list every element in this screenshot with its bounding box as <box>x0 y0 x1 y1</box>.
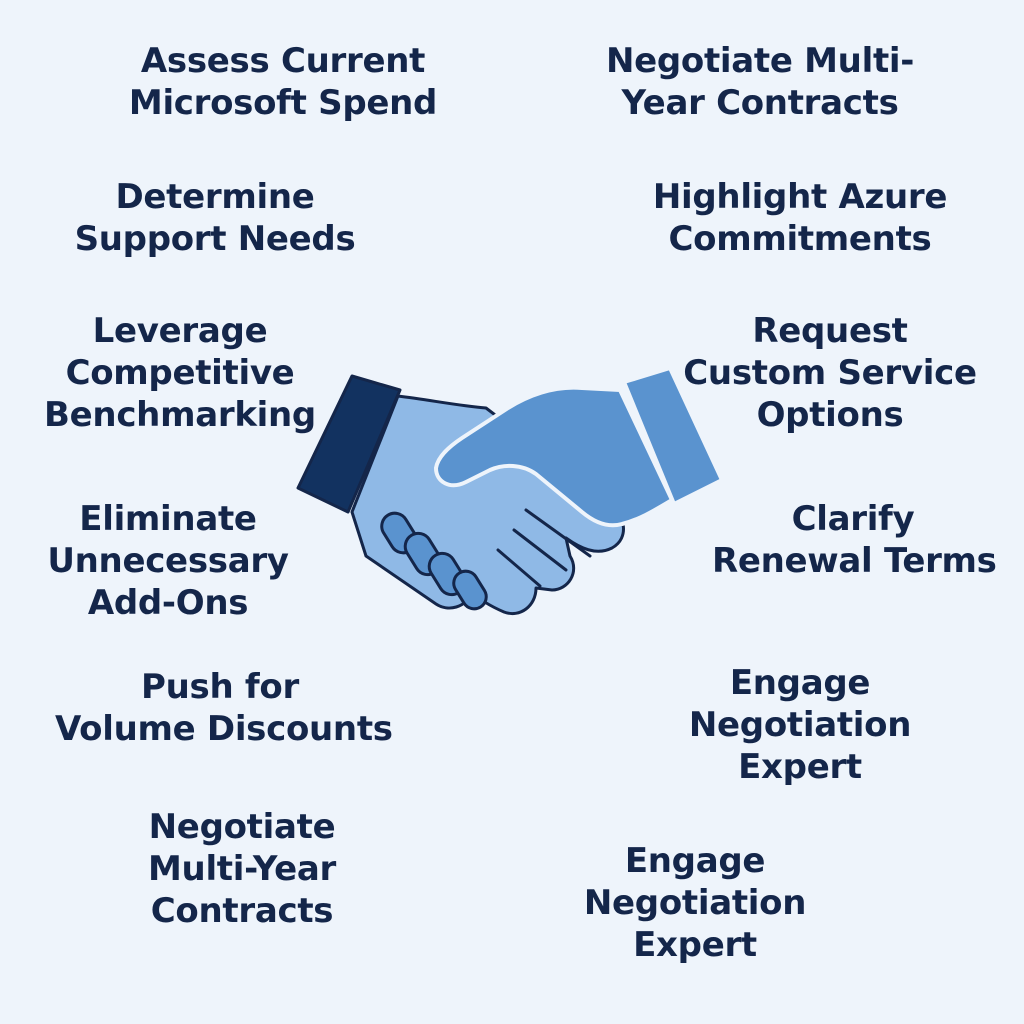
item-line: Volume Discounts <box>55 709 393 749</box>
item-line: Year Contracts <box>621 83 899 123</box>
item-clarify-renewal-terms: Clarify Renewal Terms <box>712 498 997 582</box>
crease-3 <box>496 548 542 588</box>
left-sleeve <box>296 374 402 514</box>
item-line: Add-Ons <box>87 583 249 623</box>
item-negotiate-multi-year-bottom: Negotiate Multi-Year Contracts <box>122 806 362 932</box>
item-determine-support-needs: Determine Support Needs <box>60 176 370 260</box>
item-line: Support Needs <box>74 219 356 259</box>
left-finger-4 <box>452 569 488 611</box>
item-line: Clarify <box>791 499 915 539</box>
item-line: Determine <box>115 177 315 217</box>
item-engage-negotiation-expert-lower: Engage Negotiation Expert <box>565 840 825 966</box>
item-line: Microsoft Spend <box>128 83 438 123</box>
item-line: Request <box>752 311 908 351</box>
item-line: Engage <box>624 841 766 881</box>
item-line: Negotiate <box>148 807 336 847</box>
item-line: Benchmarking <box>44 395 316 435</box>
item-leverage-competitive-benchmarking: Leverage Competitive Benchmarking <box>30 310 330 436</box>
item-line: Expert <box>738 747 862 787</box>
item-line: Push for <box>141 667 299 707</box>
item-line: Highlight Azure <box>652 177 948 217</box>
item-engage-negotiation-expert-upper: Engage Negotiation Expert <box>670 662 930 788</box>
right-sleeve <box>622 366 724 506</box>
item-line: Assess Current <box>140 41 426 81</box>
item-highlight-azure-commitments: Highlight Azure Commitments <box>640 176 960 260</box>
handshake-icon <box>296 366 724 615</box>
crease-2 <box>512 528 568 572</box>
item-eliminate-unnecessary-add-ons: Eliminate Unnecessary Add-Ons <box>30 498 306 624</box>
item-line: Options <box>756 395 904 435</box>
item-line: Custom Service <box>683 353 977 393</box>
item-negotiate-multi-year-top: Negotiate Multi- Year Contracts <box>590 40 930 124</box>
item-line: Negotiation <box>688 705 912 745</box>
item-line: Contracts <box>150 891 334 931</box>
item-line: Multi-Year <box>148 849 336 889</box>
item-line: Negotiate Multi- <box>605 41 915 81</box>
item-line: Leverage <box>92 311 268 351</box>
item-line: Renewal Terms <box>712 541 997 581</box>
item-line: Competitive <box>65 353 295 393</box>
item-push-for-volume-discounts: Push for Volume Discounts <box>55 666 393 750</box>
item-line: Commitments <box>668 219 932 259</box>
right-hand <box>434 385 674 528</box>
item-line: Unnecessary <box>47 541 289 581</box>
item-line: Eliminate <box>79 499 257 539</box>
crease-1 <box>524 508 592 558</box>
item-line: Engage <box>729 663 871 703</box>
item-line: Expert <box>633 925 757 965</box>
item-assess-current-spend: Assess Current Microsoft Spend <box>118 40 448 124</box>
item-line: Negotiation <box>583 883 807 923</box>
item-request-custom-service-options: Request Custom Service Options <box>672 310 988 436</box>
